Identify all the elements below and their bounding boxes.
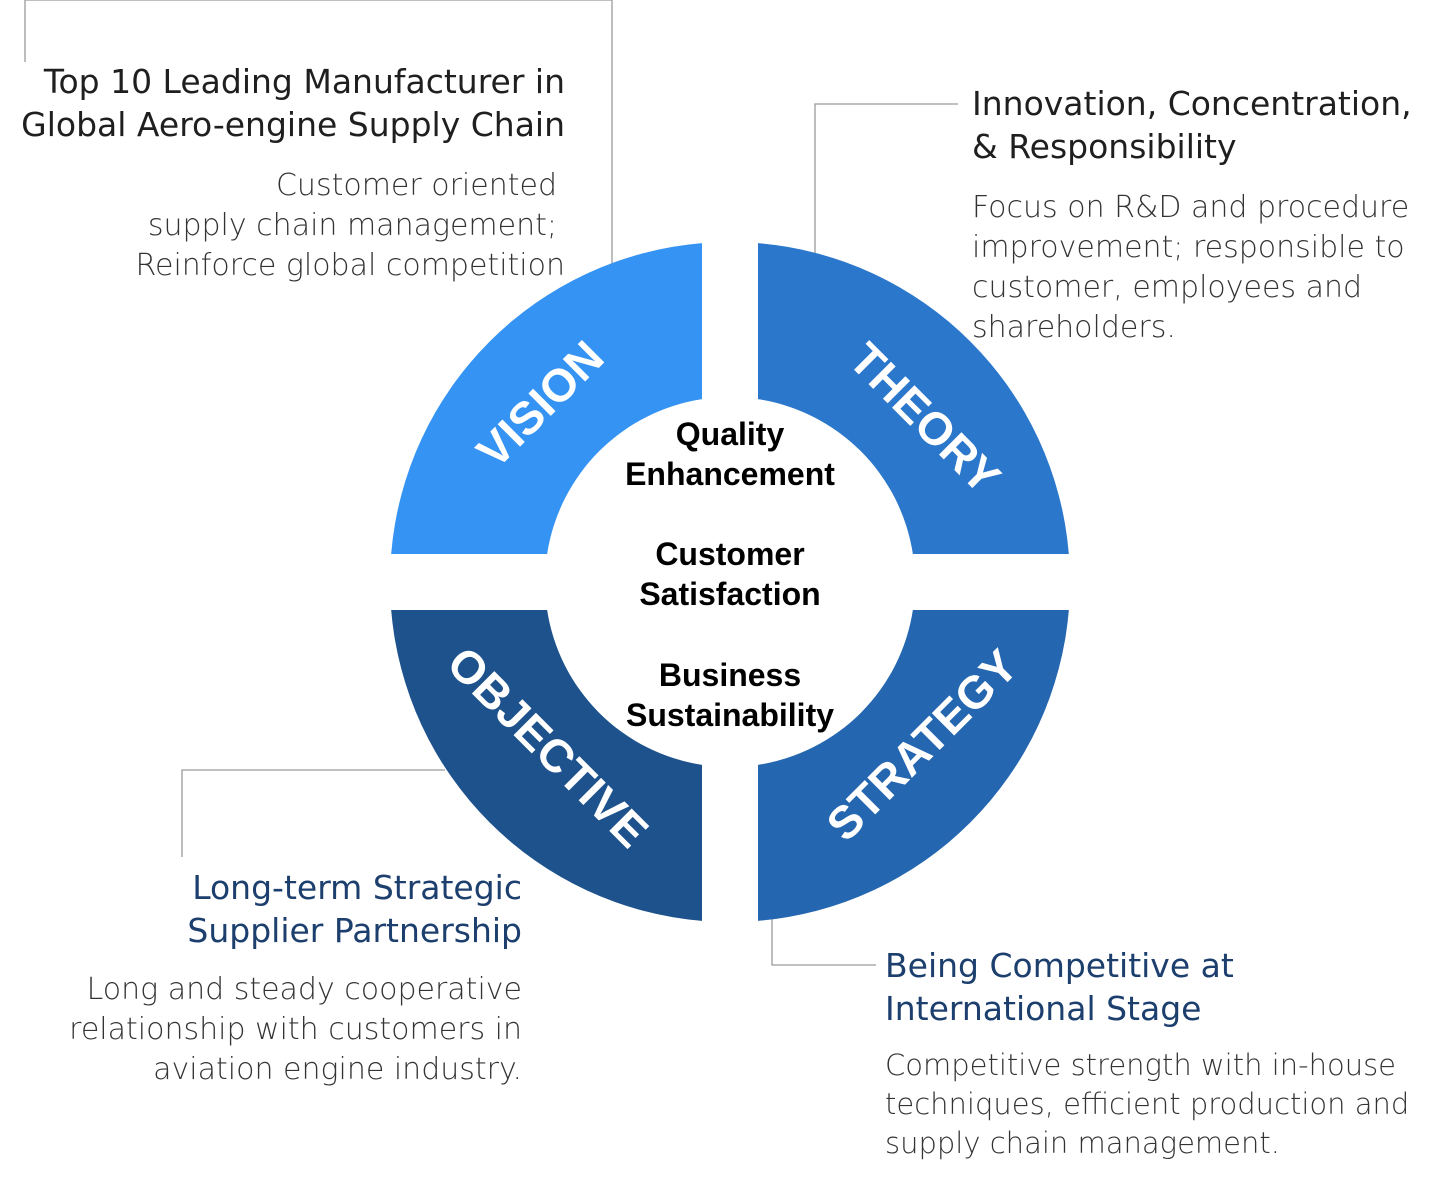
center-item-quality-line2: Enhancement: [625, 456, 835, 492]
objective-segment: [391, 610, 702, 921]
theory-desc-line2: improvement; responsible to: [972, 230, 1405, 265]
objective-title-line1: Long-term Strategic: [192, 868, 522, 907]
center-item-sustainability-line1: Business: [658, 657, 802, 693]
objective-title-line2: Supplier Partnership: [187, 911, 522, 950]
center-item-satisfaction: Customer Satisfaction: [590, 534, 870, 614]
theory-segment: [758, 243, 1069, 554]
vision-description: Customer oriented supply chain managemen…: [21, 166, 565, 286]
strategy-block: Being Competitive at International Stage…: [885, 944, 1409, 1163]
vision-title-line1: Top 10 Leading Manufacturer in: [43, 62, 565, 101]
vision-desc-line1: Customer oriented: [275, 168, 557, 203]
strategy-segment: [758, 610, 1069, 921]
theory-desc-line4: shareholders.: [972, 310, 1176, 345]
center-item-sustainability-line2: Sustainability: [625, 697, 835, 733]
center-item-satisfaction-line2: Satisfaction: [639, 576, 821, 612]
objective-title: Long-term Strategic Supplier Partnership: [69, 866, 522, 952]
objective-desc-line1: Long and steady cooperative: [86, 972, 522, 1007]
theory-connector: [814, 103, 958, 258]
objective-connector: [181, 769, 445, 857]
vision-desc-line3: Reinforce global competition: [135, 248, 565, 283]
vision-segment: [391, 243, 702, 554]
theory-block: Innovation, Concentration, & Responsibil…: [972, 82, 1412, 348]
objective-block: Long-term Strategic Supplier Partnership…: [69, 866, 522, 1090]
vision-block: Top 10 Leading Manufacturer in Global Ae…: [21, 60, 565, 286]
center-item-sustainability: Business Sustainability: [590, 655, 870, 735]
vision-title-line2: Global Aero-engine Supply Chain: [21, 105, 565, 144]
center-item-satisfaction-line1: Customer: [655, 536, 805, 572]
theory-desc-line3: customer, employees and: [972, 270, 1363, 305]
objective-desc-line2: relationship with customers in: [69, 1012, 522, 1047]
strategy-title-line1: Being Competitive at: [885, 946, 1234, 985]
strategy-desc-line3: supply chain management.: [885, 1126, 1280, 1160]
theory-title: Innovation, Concentration, & Responsibil…: [972, 82, 1412, 168]
strategy-connector: [771, 905, 876, 966]
theory-title-line1: Innovation, Concentration,: [972, 84, 1412, 123]
objective-description: Long and steady cooperative relationship…: [69, 970, 522, 1090]
objective-desc-line3: aviation engine industry.: [153, 1052, 522, 1087]
theory-title-line2: & Responsibility: [972, 127, 1237, 166]
strategy-desc-line2: techniques, efficient production and: [885, 1087, 1410, 1121]
vision-desc-line2: supply chain management;: [147, 208, 557, 243]
center-item-quality-line1: Quality: [675, 416, 785, 452]
theory-desc-line1: Focus on R&D and procedure: [972, 190, 1410, 225]
strategy-desc-line1: Competitive strength with in-house: [885, 1048, 1397, 1082]
vision-title: Top 10 Leading Manufacturer in Global Ae…: [21, 60, 565, 146]
strategy-title-line2: International Stage: [885, 989, 1202, 1028]
theory-description: Focus on R&D and procedure improvement; …: [972, 188, 1412, 348]
strategy-title: Being Competitive at International Stage: [885, 944, 1409, 1030]
center-item-quality: Quality Enhancement: [590, 414, 870, 494]
strategy-description: Competitive strength with in-house techn…: [885, 1046, 1409, 1163]
vision-connector: [24, 0, 613, 268]
